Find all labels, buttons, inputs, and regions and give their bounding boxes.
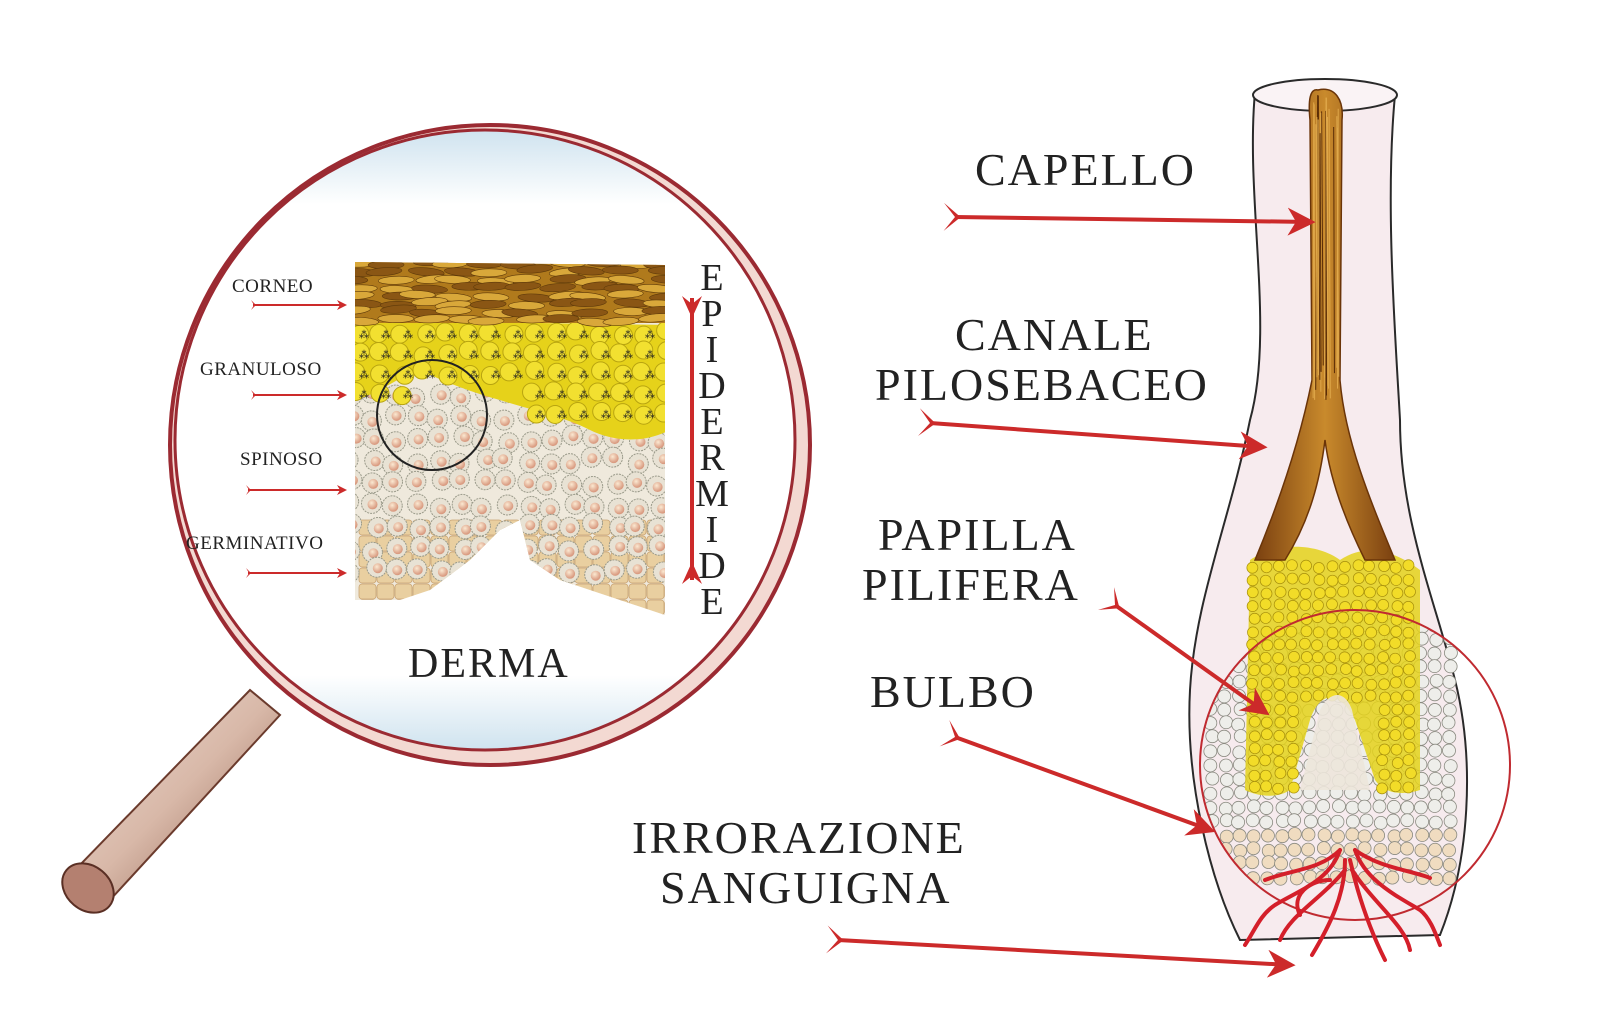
- svg-text:⁂: ⁂: [513, 350, 523, 361]
- label-papilla-line2: PILIFERA: [862, 559, 1080, 610]
- epidermide-letter: D: [698, 545, 725, 587]
- svg-text:⁂: ⁂: [601, 410, 611, 421]
- label-canale-line1: CANALE: [955, 309, 1154, 360]
- label-derma: DERMA: [408, 641, 570, 687]
- cell-highlight-circle: [376, 359, 488, 471]
- svg-text:⁂: ⁂: [403, 370, 413, 381]
- epidermide-letter: E: [700, 257, 723, 299]
- svg-text:⁂: ⁂: [579, 330, 589, 341]
- svg-text:⁂: ⁂: [557, 370, 567, 381]
- svg-text:⁂: ⁂: [645, 390, 655, 401]
- svg-text:⁂: ⁂: [623, 370, 633, 381]
- svg-text:⁂: ⁂: [513, 370, 523, 381]
- epidermide-letter: E: [700, 581, 723, 623]
- label-capello: CAPELLO: [975, 144, 1196, 195]
- svg-text:⁂: ⁂: [623, 410, 633, 421]
- svg-text:⁂: ⁂: [381, 350, 391, 361]
- svg-text:⁂: ⁂: [425, 350, 435, 361]
- epidermide-letter: I: [706, 509, 719, 551]
- label-irrorazione-line2: SANGUIGNA: [660, 862, 951, 913]
- label-spinoso: SPINOSO: [240, 449, 323, 470]
- hair-follicle: [1188, 78, 1511, 962]
- svg-text:⁂: ⁂: [601, 390, 611, 401]
- arrow-irrorazione: [826, 925, 1296, 978]
- svg-text:⁂: ⁂: [535, 330, 545, 341]
- svg-text:⁂: ⁂: [623, 350, 633, 361]
- svg-text:⁂: ⁂: [403, 390, 413, 401]
- corneo-layer: [355, 262, 665, 327]
- svg-text:⁂: ⁂: [601, 370, 611, 381]
- layer-labels: CORNEO GRANULOSO SPINOSO GERMINATIVO: [186, 276, 347, 578]
- svg-text:⁂: ⁂: [403, 330, 413, 341]
- svg-text:⁂: ⁂: [535, 410, 545, 421]
- arrow-capello: [943, 202, 1316, 236]
- arrow-canale: [917, 408, 1268, 460]
- svg-text:⁂: ⁂: [469, 350, 479, 361]
- svg-text:⁂: ⁂: [381, 370, 391, 381]
- papilla: [1300, 695, 1370, 790]
- svg-text:⁂: ⁂: [381, 330, 391, 341]
- svg-text:⁂: ⁂: [425, 370, 435, 381]
- hair-texture: [1312, 95, 1340, 400]
- svg-text:⁂: ⁂: [579, 370, 589, 381]
- svg-text:⁂: ⁂: [601, 330, 611, 341]
- svg-text:⁂: ⁂: [359, 350, 369, 361]
- svg-text:⁂: ⁂: [579, 410, 589, 421]
- label-bulbo: BULBO: [870, 666, 1036, 717]
- label-canale-line2: PILOSEBACEO: [875, 359, 1209, 410]
- svg-text:⁂: ⁂: [579, 350, 589, 361]
- follicle-labels: CAPELLO CANALE PILOSEBACEO PAPILLA PILIF…: [632, 144, 1316, 978]
- svg-text:⁂: ⁂: [557, 330, 567, 341]
- svg-text:⁂: ⁂: [535, 390, 545, 401]
- svg-text:⁂: ⁂: [579, 390, 589, 401]
- svg-text:⁂: ⁂: [557, 390, 567, 401]
- svg-text:⁂: ⁂: [601, 350, 611, 361]
- svg-text:⁂: ⁂: [645, 330, 655, 341]
- svg-text:⁂: ⁂: [491, 330, 501, 341]
- svg-text:⁂: ⁂: [491, 350, 501, 361]
- svg-text:⁂: ⁂: [557, 410, 567, 421]
- label-papilla-line1: PAPILLA: [878, 509, 1077, 560]
- epidermide-letter: I: [706, 329, 719, 371]
- svg-text:⁂: ⁂: [359, 370, 369, 381]
- svg-text:⁂: ⁂: [469, 370, 479, 381]
- svg-text:⁂: ⁂: [623, 330, 633, 341]
- epidermide-letter: M: [695, 473, 729, 515]
- svg-text:⁂: ⁂: [513, 330, 523, 341]
- svg-text:⁂: ⁂: [403, 350, 413, 361]
- epidermide-letter: D: [698, 365, 725, 407]
- epidermide-letter: R: [699, 437, 725, 479]
- svg-text:⁂: ⁂: [359, 330, 369, 341]
- svg-text:⁂: ⁂: [645, 350, 655, 361]
- svg-text:⁂: ⁂: [469, 330, 479, 341]
- label-germinativo: GERMINATIVO: [186, 533, 323, 554]
- svg-text:⁂: ⁂: [447, 350, 457, 361]
- svg-text:⁂: ⁂: [359, 390, 369, 401]
- svg-text:⁂: ⁂: [535, 370, 545, 381]
- svg-text:⁂: ⁂: [447, 330, 457, 341]
- svg-text:⁂: ⁂: [425, 330, 435, 341]
- svg-text:⁂: ⁂: [535, 350, 545, 361]
- svg-text:⁂: ⁂: [557, 350, 567, 361]
- label-granuloso: GRANULOSO: [200, 359, 322, 380]
- svg-text:⁂: ⁂: [447, 370, 457, 381]
- label-corneo: CORNEO: [232, 276, 313, 297]
- epidermide-letter: E: [700, 401, 723, 443]
- svg-text:⁂: ⁂: [645, 410, 655, 421]
- svg-text:⁂: ⁂: [623, 390, 633, 401]
- arrow-bulbo: [939, 720, 1216, 836]
- granuloso-layer: ⁂ ⁂ ⁂ ⁂ ⁂ ⁂ ⁂ ⁂ ⁂ ⁂ ⁂ ⁂ ⁂ ⁂ ⁂ ⁂ ⁂ ⁂ ⁂ ⁂ ⁂ ⁂ ⁂ ⁂ ⁂ ⁂ ⁂ ⁂ ⁂ ⁂ ⁂ ⁂ ⁂ ⁂ ⁂ ⁂ ⁂ ⁂ ⁂ ⁂…: [355, 320, 665, 440]
- svg-text:⁂: ⁂: [645, 370, 655, 381]
- epidermide-letter: P: [701, 293, 722, 335]
- label-irrorazione-line1: IRRORAZIONE: [632, 812, 966, 863]
- arrow-papilla: [1097, 587, 1270, 716]
- svg-text:⁂: ⁂: [491, 370, 501, 381]
- magnifier-handle: [61, 688, 282, 914]
- svg-text:⁂: ⁂: [381, 390, 391, 401]
